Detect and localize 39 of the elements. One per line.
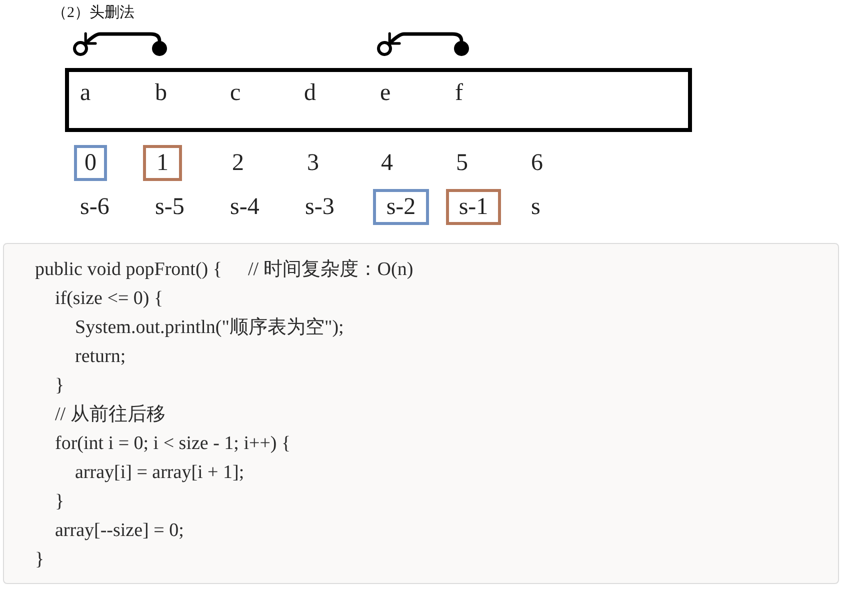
offset-expression: s <box>531 193 540 222</box>
code-comment: // 时间复杂度：O(n) <box>248 258 414 282</box>
index-number: 4 <box>381 149 393 178</box>
code-line: for(int i = 0; i < size - 1; i++) { <box>55 432 291 456</box>
hollow-circle-icon <box>377 41 392 56</box>
code-line: if(size <= 0) { <box>55 287 164 311</box>
array-element: d <box>304 79 316 107</box>
code-comment: // 从前往后移 <box>55 403 166 427</box>
array-box <box>65 68 692 132</box>
array-element: b <box>155 79 167 107</box>
code-line: array[--size] = 0; <box>55 519 184 543</box>
offset-expression: s-3 <box>305 193 334 222</box>
code-line: return; <box>75 345 126 369</box>
code-line: } <box>55 374 64 398</box>
highlighted-index: 0 <box>74 145 107 181</box>
index-number: 3 <box>307 149 319 178</box>
code-line: array[i] = array[i + 1]; <box>75 461 244 485</box>
offset-expression: s-5 <box>155 193 184 222</box>
highlighted-index: 1 <box>143 145 182 181</box>
array-element: f <box>455 79 463 107</box>
offset-expression: s-6 <box>80 193 110 222</box>
highlighted-index: s-1 <box>446 189 501 225</box>
code-line: System.out.println("顺序表为空"); <box>75 316 344 340</box>
array-element: a <box>80 79 91 107</box>
highlighted-index: s-2 <box>373 189 429 225</box>
hollow-circle-icon <box>73 41 88 56</box>
filled-dot-icon <box>454 41 469 56</box>
offset-expression: s-4 <box>230 193 260 222</box>
array-element: c <box>230 79 241 107</box>
code-panel <box>3 243 839 584</box>
array-element: e <box>380 79 391 107</box>
code-line: } <box>55 490 64 514</box>
code-line: } <box>35 548 44 572</box>
code-line: public void popFront() { <box>35 258 222 282</box>
index-number: 6 <box>531 149 543 178</box>
section-title: （2）头删法 <box>52 4 134 23</box>
index-number: 2 <box>232 149 244 178</box>
index-number: 5 <box>456 149 468 178</box>
filled-dot-icon <box>152 41 167 56</box>
